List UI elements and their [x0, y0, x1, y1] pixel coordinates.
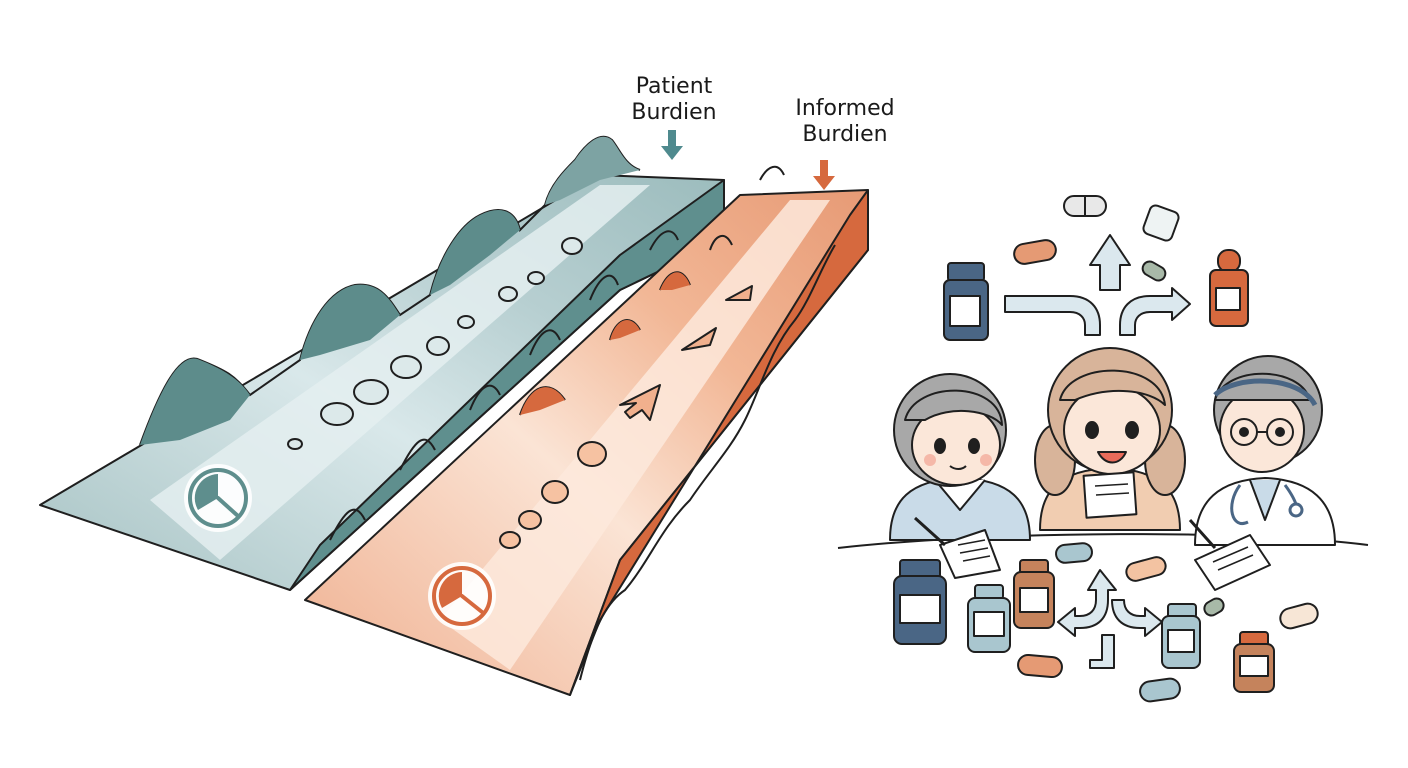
informed-burden-path	[304, 160, 869, 696]
person-doctor	[1188, 355, 1336, 591]
care-team-scene	[837, 195, 1369, 703]
clock-icon	[428, 562, 496, 630]
mountain-1	[140, 358, 250, 445]
person-center	[1034, 347, 1186, 531]
patient-arrow-down-icon	[661, 130, 683, 160]
clock-icon	[184, 464, 252, 532]
medicine-bottle-icon	[893, 559, 947, 645]
pill-icon	[1017, 653, 1063, 679]
split-arrow-icon	[1004, 234, 1191, 336]
patient-burden-label-line2: Burdien	[631, 100, 717, 125]
split-arrow-icon	[1057, 569, 1163, 669]
informed-burden-label-line1: Informed	[795, 96, 895, 121]
pill-icon	[1063, 195, 1107, 217]
medicine-bottle-icon	[1209, 249, 1249, 327]
informed-path-arrows	[619, 285, 753, 421]
patient-burden-label: Patient Burdien	[608, 74, 740, 126]
pill-icon	[1141, 260, 1167, 282]
medicine-bottle-icon	[967, 584, 1011, 653]
pill-icon	[1142, 204, 1180, 242]
patient-path-stones	[287, 237, 583, 450]
pill-icon	[1013, 239, 1057, 265]
person-left	[889, 373, 1031, 579]
informed-path-side	[569, 189, 869, 696]
pill-icon	[1279, 602, 1319, 630]
informed-path-wall-ridge	[579, 244, 836, 681]
medicine-bottle-icon	[1161, 603, 1201, 669]
informed-burden-label: Informed Burdien	[770, 96, 920, 148]
pill-icon	[1125, 556, 1167, 582]
mountain-4	[545, 136, 640, 205]
pill-icon	[1203, 597, 1225, 617]
medicine-bottle-icon	[1233, 631, 1275, 693]
patient-burden-label-line1: Patient	[635, 74, 713, 99]
informed-arrow-down-icon	[813, 160, 835, 190]
informed-path-band	[440, 200, 830, 670]
patient-burden-path	[39, 130, 725, 591]
pill-icon	[1139, 677, 1181, 703]
mountain-3	[430, 210, 520, 295]
informed-burden-label-line2: Burdien	[802, 122, 888, 147]
informed-path-stones	[499, 441, 607, 549]
medicine-bottle-icon	[1013, 559, 1055, 629]
patient-path-wall-bumps	[329, 230, 679, 541]
mountain-2	[300, 284, 400, 360]
medicine-bottle-icon	[943, 262, 989, 341]
pill-icon	[1055, 542, 1093, 564]
stethoscope-icon	[1230, 484, 1304, 525]
